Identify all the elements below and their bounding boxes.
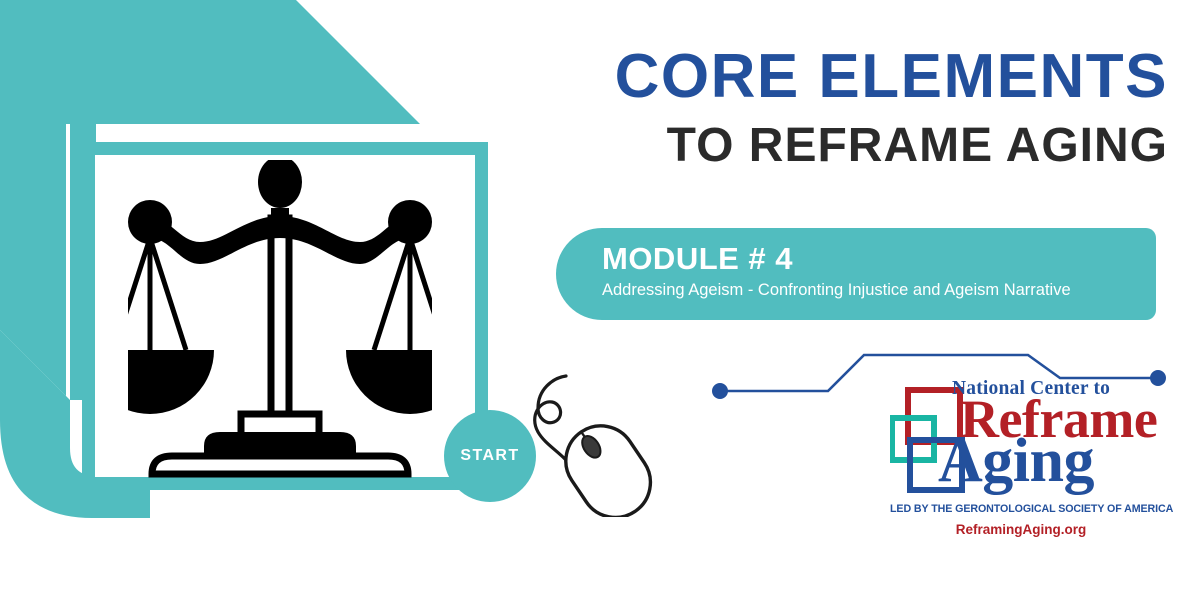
module-title: MODULE # 4 [602, 241, 794, 276]
circuit-dot-left [712, 383, 728, 399]
circuit-line-decoration [712, 353, 1166, 399]
module-subtitle: Addressing Ageism - Confronting Injustic… [602, 281, 1071, 299]
logo-line-top: National Center to [952, 378, 1111, 399]
headline-line-1: CORE ELEMENTS [614, 42, 1168, 111]
headline-line-2: TO REFRAME AGING [666, 119, 1168, 172]
logo-url[interactable]: ReframingAging.org [955, 522, 1087, 537]
logo-word-reframe: Reframe [960, 389, 1158, 449]
computer-mouse-icon [533, 374, 653, 517]
logo-word-aging: Aging [938, 427, 1094, 495]
reframe-aging-logo: National Center to Reframe Aging LED BY … [890, 378, 1174, 548]
page-title: CORE ELEMENTS TO REFRAME AGING [508, 46, 1168, 174]
module-banner: MODULE # 4 Addressing Ageism - Confronti… [556, 228, 1156, 320]
start-button-label: START [460, 447, 520, 464]
circuit-dot-right [1150, 370, 1166, 386]
logo-squares-icon [890, 387, 965, 493]
logo-tagline: LED BY THE GERONTOLOGICAL SOCIETY OF AME… [890, 503, 1174, 515]
scales-of-justice-icon [128, 160, 432, 478]
start-button[interactable]: START [444, 410, 536, 502]
